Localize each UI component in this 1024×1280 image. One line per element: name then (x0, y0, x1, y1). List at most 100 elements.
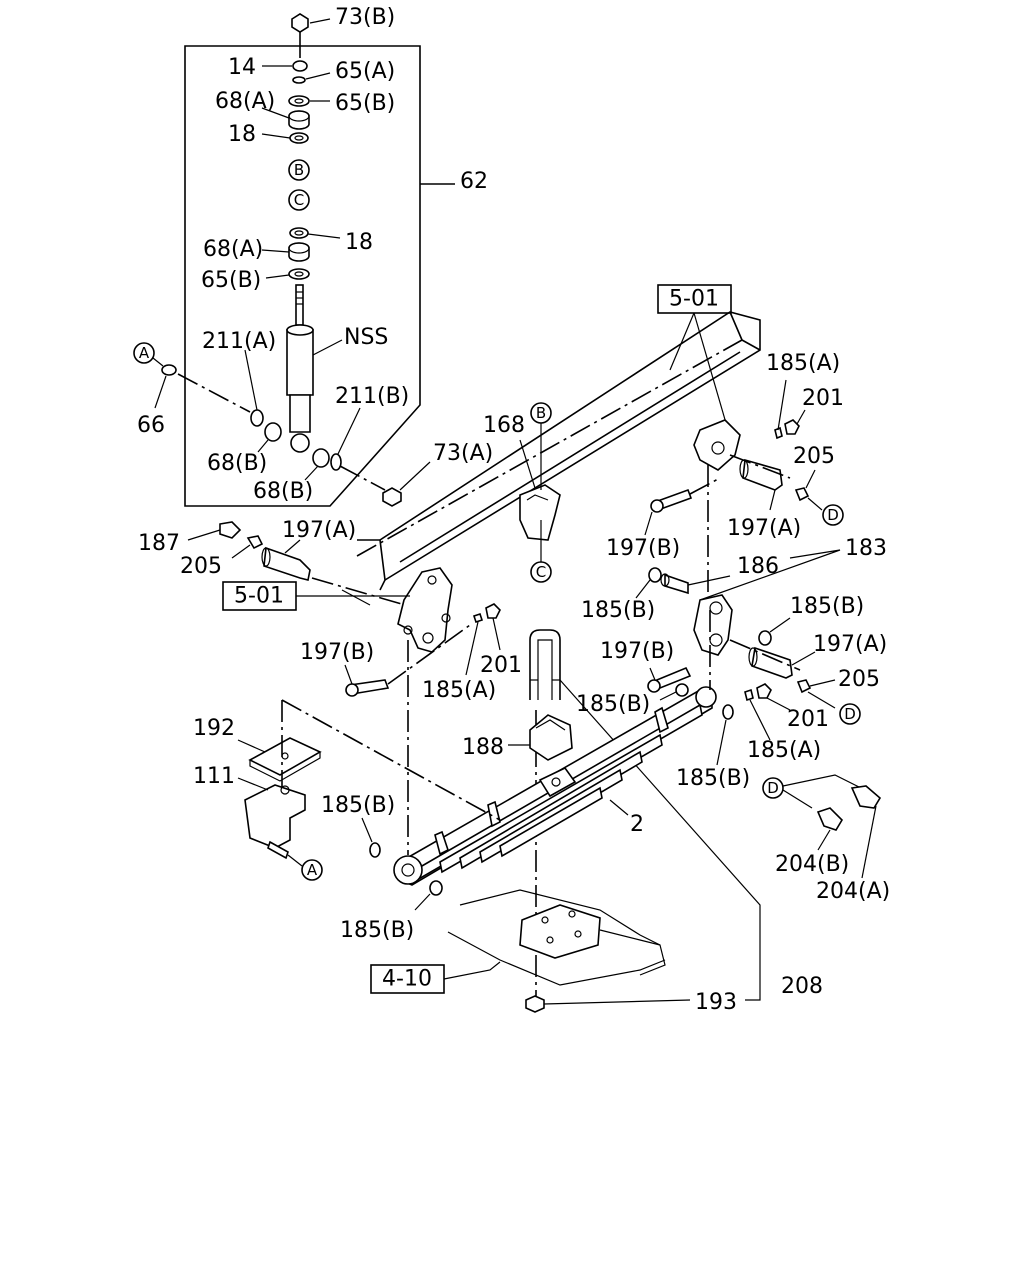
leader-197a-left (284, 539, 301, 554)
label-185b-rr: 185(B) (676, 766, 750, 791)
leader-205-tr (805, 469, 816, 489)
pad-hole (546, 936, 554, 944)
leader-501-top-a (669, 312, 695, 371)
nipple-205-tr (794, 487, 810, 502)
leader-ref-a-bottom (287, 854, 303, 867)
leader-204b (817, 829, 831, 851)
stopper-111 (244, 784, 306, 849)
label-211a: 211(A) (202, 329, 276, 354)
bracket-hole (441, 613, 451, 623)
leader-201-left (492, 617, 501, 651)
label-201-tr: 201 (802, 386, 844, 411)
pad-192-edge (249, 752, 321, 782)
shock-rod (295, 284, 304, 326)
washer-hole (294, 230, 304, 236)
front-eye (393, 855, 423, 885)
pad-hole (574, 930, 582, 938)
bracket-hole (711, 441, 725, 455)
front-bolt-group (344, 603, 501, 697)
nut-201-tr (784, 419, 800, 435)
leader-nss (312, 339, 343, 356)
nut-193 (525, 995, 545, 1013)
washer-65b-mid (288, 268, 310, 280)
label-185a-l: 185(A) (422, 678, 496, 703)
axle-spring-pad (519, 904, 601, 959)
ref-b-mid: B (536, 404, 546, 422)
washer-hole (294, 271, 304, 277)
ref-d-tr: D (827, 506, 839, 524)
leader-186 (687, 575, 731, 586)
grease-nipples-204: D (762, 774, 882, 879)
label-65b-mid: 65(B) (201, 268, 261, 293)
label-205-tr: 205 (793, 444, 835, 469)
label-204a: 204(A) (816, 879, 890, 904)
label-205-r: 205 (838, 667, 880, 692)
ref-box-501-top-label: 5-01 (669, 287, 719, 312)
shock-lower-body (289, 394, 311, 433)
ref-box-410-label: 4-10 (382, 967, 432, 992)
leader-73b (309, 18, 331, 24)
pin-197a-r (751, 646, 793, 679)
label-192: 192 (193, 716, 235, 741)
seat-188-body (529, 714, 573, 761)
bolt-197b-lower-head (647, 679, 661, 693)
leader-187 (187, 529, 221, 541)
washer-18-mid (289, 227, 309, 239)
shock-eye (290, 433, 310, 453)
leader-18-top (261, 133, 291, 139)
kit-bracket-outline (184, 45, 421, 507)
label-188: 188 (462, 735, 504, 760)
leader-410 (443, 961, 501, 980)
nipple-204a (850, 785, 882, 809)
seat-188-top (535, 719, 566, 731)
label-68b-left: 68(B) (207, 451, 267, 476)
nipple-205-left (246, 535, 264, 550)
leader-73a (399, 461, 431, 491)
ref-a-circle-top (133, 342, 155, 364)
front-bracket (397, 567, 453, 653)
leader-185b-mid (659, 691, 677, 701)
pin-197a-left (263, 546, 311, 581)
leader-205-r (809, 679, 836, 687)
washer-185b-mid (675, 683, 689, 697)
axle-end (599, 929, 666, 976)
center-bolt (551, 777, 561, 787)
stopper-hole (280, 785, 290, 795)
leader-201-r (766, 697, 791, 711)
ref-a-circle-bottom (301, 859, 323, 881)
leader-168 (519, 439, 536, 489)
leader-205-left (231, 544, 251, 559)
centerline-rear-pin (729, 454, 791, 479)
label-65a: 65(A) (335, 59, 395, 84)
rear-shackle: D D (635, 379, 861, 766)
leader-197a-r (791, 651, 816, 666)
label-168: 168 (483, 413, 525, 438)
leader-111 (237, 777, 269, 791)
leader-204a (861, 805, 877, 879)
leaf-6 (499, 786, 603, 858)
label-68b-right: 68(B) (253, 479, 313, 504)
frame-rail-end-left (357, 539, 386, 591)
label-18-top: 18 (228, 122, 256, 147)
ref-b-circle-top (288, 159, 310, 181)
label-204b: 204(B) (775, 852, 849, 877)
ref-d-bottom: D (767, 779, 779, 797)
leader-192 (237, 739, 266, 753)
label-185b-mid: 185(B) (576, 692, 650, 717)
rear-hanger-bracket (693, 419, 741, 471)
ref-c-mid: C (536, 563, 546, 581)
leader-18-mid (307, 233, 341, 239)
label-nss: NSS (344, 325, 388, 350)
rebound-clip-2 (487, 800, 501, 828)
leader-193 (543, 999, 691, 1005)
label-197b-r: 197(B) (600, 639, 674, 664)
pad-group: A (237, 699, 501, 911)
stopper-168-body (519, 484, 561, 541)
ref-b-top: B (294, 161, 304, 179)
label-197b-c: 197(B) (606, 536, 680, 561)
label-62: 62 (460, 169, 488, 194)
pin-end (748, 647, 758, 667)
nut-73a (382, 487, 402, 507)
bush-186 (664, 573, 689, 595)
center-clamp (538, 766, 577, 798)
